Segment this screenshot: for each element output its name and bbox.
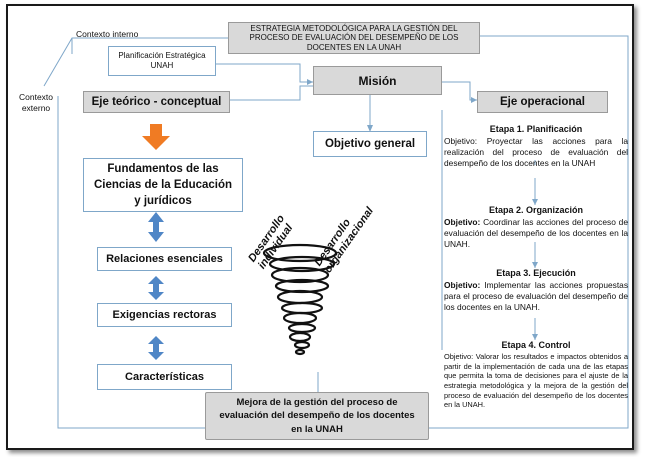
exigencias-label: Exigencias rectoras xyxy=(112,309,217,321)
title: ESTRATEGIA METODOLÓGICA PARA LA GESTIÓN … xyxy=(249,23,459,52)
mision-label: Misión xyxy=(358,73,397,88)
etapa-objective: Objetivo: Proyectar las acciones para la… xyxy=(444,136,628,169)
objetivo-general-box: Objetivo general xyxy=(313,131,427,157)
etapa-title: Etapa 4. Control xyxy=(501,340,571,350)
etapa-objective: Objetivo: Valorar los resultados e impac… xyxy=(444,352,628,410)
etapa-title: Etapa 2. Organización xyxy=(488,205,584,215)
caracteristicas-box: Características xyxy=(97,364,232,390)
eje-operacional-box: Eje operacional xyxy=(477,91,608,113)
relaciones-label: Relaciones esenciales xyxy=(106,253,223,265)
relaciones-box: Relaciones esenciales xyxy=(97,247,232,271)
title-box: ESTRATEGIA METODOLÓGICA PARA LA GESTIÓN … xyxy=(228,22,480,54)
objetivo-label: Objetivo: xyxy=(444,136,478,146)
planificacion-estrategica-box: Planificación Estratégica UNAH xyxy=(108,46,216,76)
etapa-title: Etapa 1. Planificación xyxy=(489,124,583,134)
objetivo-text: Valorar los resultados e impactos obteni… xyxy=(444,352,628,410)
etapa-3: Etapa 3. Ejecución Objetivo: Implementar… xyxy=(444,268,628,313)
mejora-label: Mejora de la gestión del proceso de eval… xyxy=(219,397,415,435)
objetivo-label: Objetivo: xyxy=(444,352,474,361)
caracteristicas-label: Características xyxy=(125,371,204,383)
etapa-objective: Objetivo: Coordinar las acciones del pro… xyxy=(444,217,628,250)
eje-teorico-box: Eje teórico - conceptual xyxy=(83,91,230,113)
etapa-title: Etapa 3. Ejecución xyxy=(496,268,576,278)
objetivo-general-label: Objetivo general xyxy=(324,138,416,150)
fundamentos-label: Fundamentos de las Ciencias de la Educac… xyxy=(93,162,233,208)
eje-teorico-label: Eje teórico - conceptual xyxy=(91,96,222,108)
mejora-box: Mejora de la gestión del proceso de eval… xyxy=(205,392,429,440)
objetivo-text: Proyectar las acciones para la realizaci… xyxy=(444,136,629,169)
etapa-4: Etapa 4. Control Objetivo: Valorar los r… xyxy=(444,340,628,410)
planificacion-estrategica-label: Planificación Estratégica UNAH xyxy=(118,51,206,70)
etapa-2: Etapa 2. Organización Objetivo: Coordina… xyxy=(444,205,628,250)
eje-operacional-label: Eje operacional xyxy=(499,96,585,108)
etapa-1: Etapa 1. Planificación Objetivo: Proyect… xyxy=(444,124,628,169)
objetivo-text: Coordinar las acciones del proceso de ev… xyxy=(444,217,628,250)
objetivo-label: Objetivo: xyxy=(444,217,481,227)
orange-down-arrow xyxy=(142,124,170,150)
spiral-icon xyxy=(262,243,338,356)
etapa-objective: Objetivo: Implementar las acciones propu… xyxy=(444,280,628,313)
contexto-interno-label: Contexto interno xyxy=(76,29,139,39)
mision-box: Misión xyxy=(313,66,442,95)
exigencias-box: Exigencias rectoras xyxy=(97,303,232,327)
blue-double-arrows xyxy=(148,212,164,360)
contexto-externo-label: Contexto externo xyxy=(18,92,54,113)
objetivo-text: Implementar las acciones propuestas para… xyxy=(444,280,629,313)
fundamentos-box: Fundamentos de las Ciencias de la Educac… xyxy=(83,158,243,212)
objetivo-label: Objetivo: xyxy=(444,280,481,290)
